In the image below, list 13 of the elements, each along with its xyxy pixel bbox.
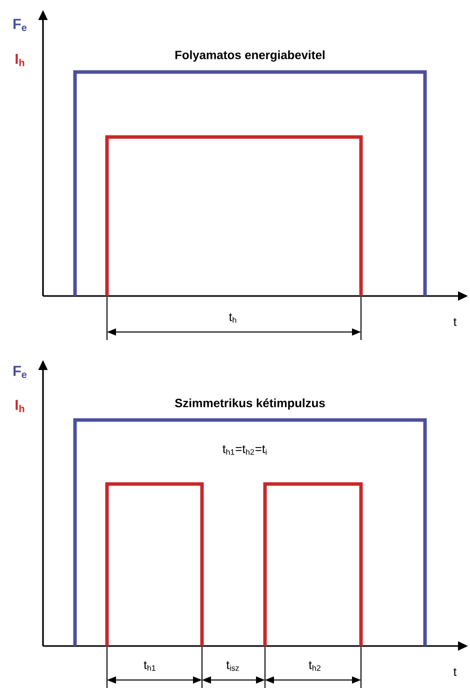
chart-title: Folyamatos energiabevitel bbox=[175, 50, 324, 62]
axis-label: F$_{e}$ bbox=[14, 18, 27, 32]
dimension-label: t$_{h1}$ bbox=[144, 661, 156, 671]
axis-label: t bbox=[454, 668, 457, 676]
axis-label: F$_{e}$ bbox=[14, 366, 27, 378]
dimension-label: t$_{h}$ bbox=[229, 313, 236, 323]
axis-label: I$_{h}$ bbox=[16, 54, 24, 66]
dimension-label: t$_{h2}$ bbox=[308, 661, 320, 671]
axis-label: t bbox=[454, 318, 457, 326]
dimension-label: t$_{isz}$ bbox=[226, 661, 239, 671]
chart-title: Szimmetrikus kétimpulzus bbox=[175, 398, 325, 410]
equation-label: t$_{h1}$=t$_{h2}$=t$_{i}$ bbox=[222, 445, 266, 455]
axis-label: I$_{h}$ bbox=[16, 400, 24, 412]
